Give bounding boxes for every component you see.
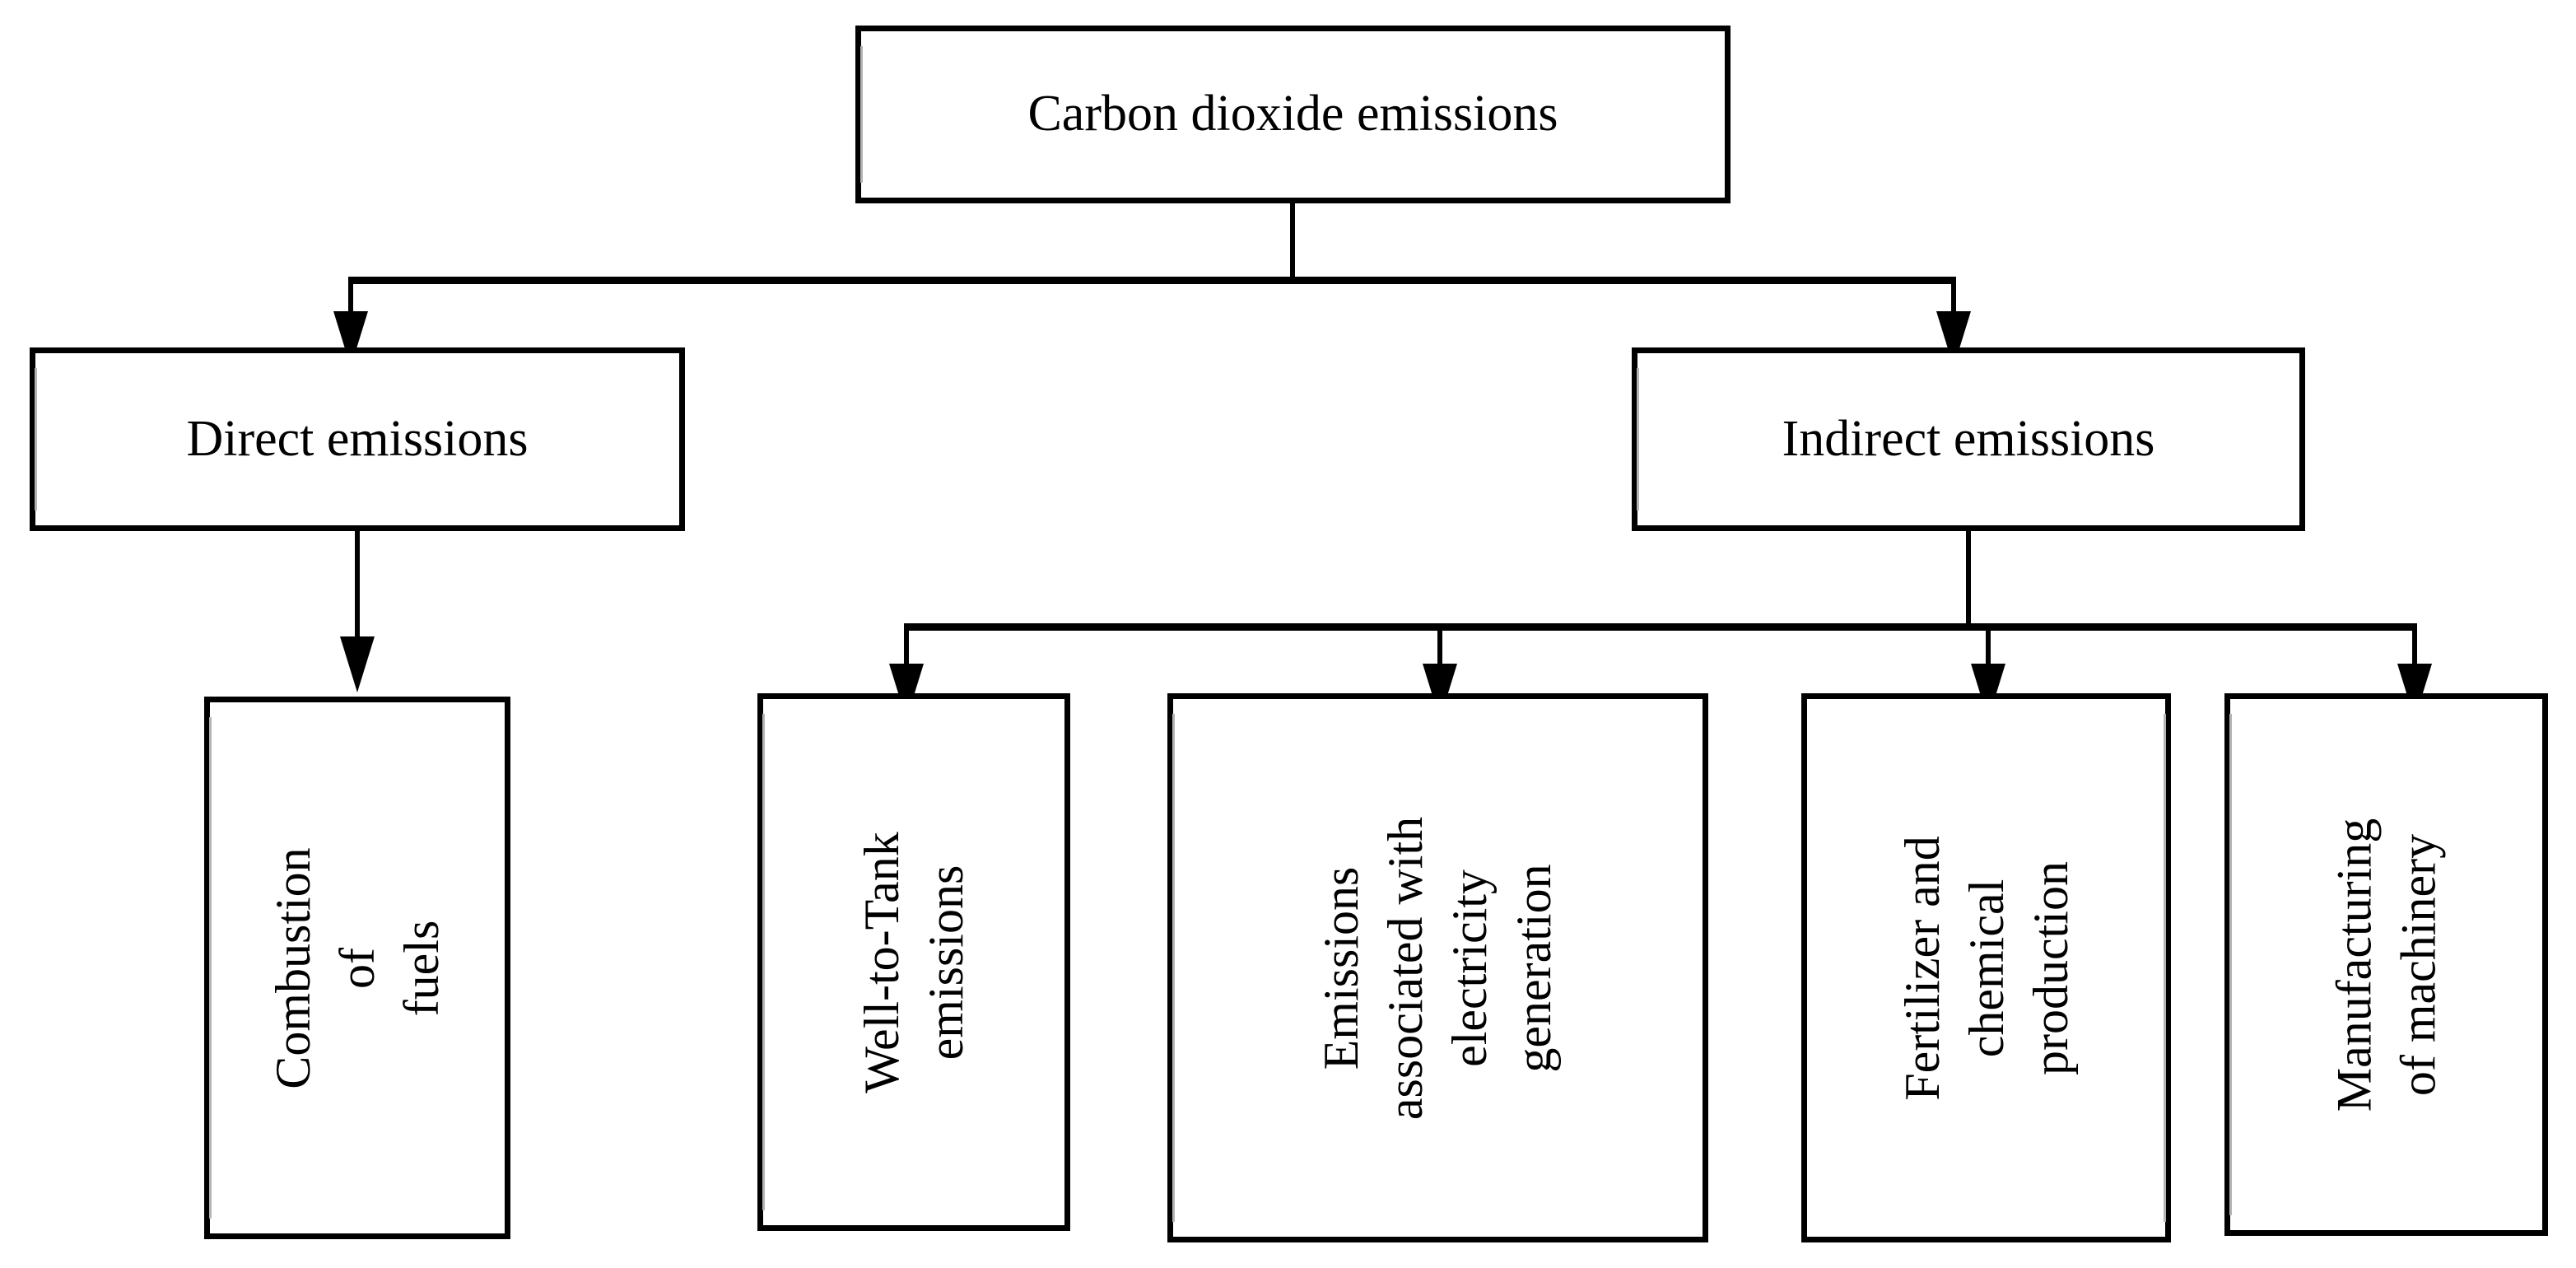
connector-drop-well-to-tank [904, 623, 909, 673]
node-direct-emissions[interactable]: Direct emissions [30, 347, 685, 531]
connector-indirect-stem [1966, 531, 1971, 630]
connector-drop-machinery [2412, 623, 2417, 673]
node-label-indirect-emissions: Indirect emissions [1782, 410, 2155, 467]
connector-level2-bus [904, 623, 2417, 631]
connector-level1-bus [348, 277, 1956, 284]
node-label-electricity-generation-emissions: Emissions associated with electricity ge… [1314, 816, 1562, 1120]
node-label-manufacturing-of-machinery: Manufacturing of machinery [2327, 818, 2446, 1112]
node-label-combustion-of-fuels: Combustion of fuels [266, 846, 449, 1089]
node-manufacturing-of-machinery[interactable]: Manufacturing of machinery [2224, 693, 2548, 1236]
connector-drop-electricity [1437, 623, 1442, 673]
node-label-well-to-tank-emissions: Well-to-Tank emissions [855, 831, 973, 1093]
node-combustion-of-fuels[interactable]: Combustion of fuels [204, 697, 510, 1239]
node-well-to-tank-emissions[interactable]: Well-to-Tank emissions [757, 693, 1070, 1231]
arrowhead-combustion-of-fuels [340, 636, 375, 692]
node-label-root: Carbon dioxide emissions [1027, 86, 1558, 142]
connector-root-stem [1290, 203, 1295, 283]
connector-drop-direct [348, 277, 353, 321]
node-indirect-emissions[interactable]: Indirect emissions [1632, 347, 2305, 531]
node-fertilizer-chemical-production[interactable]: Fertilizer and chemical production [1801, 693, 2171, 1242]
connector-drop-fertilizer [1986, 623, 1991, 673]
connector-drop-indirect [1951, 277, 1956, 321]
connector-direct-to-combustion [355, 531, 360, 642]
node-label-direct-emissions: Direct emissions [186, 410, 529, 467]
node-carbon-dioxide-emissions[interactable]: Carbon dioxide emissions [855, 26, 1731, 203]
node-label-fertilizer-chemical-production: Fertilizer and chemical production [1894, 835, 2078, 1101]
node-electricity-generation-emissions[interactable]: Emissions associated with electricity ge… [1167, 693, 1708, 1242]
